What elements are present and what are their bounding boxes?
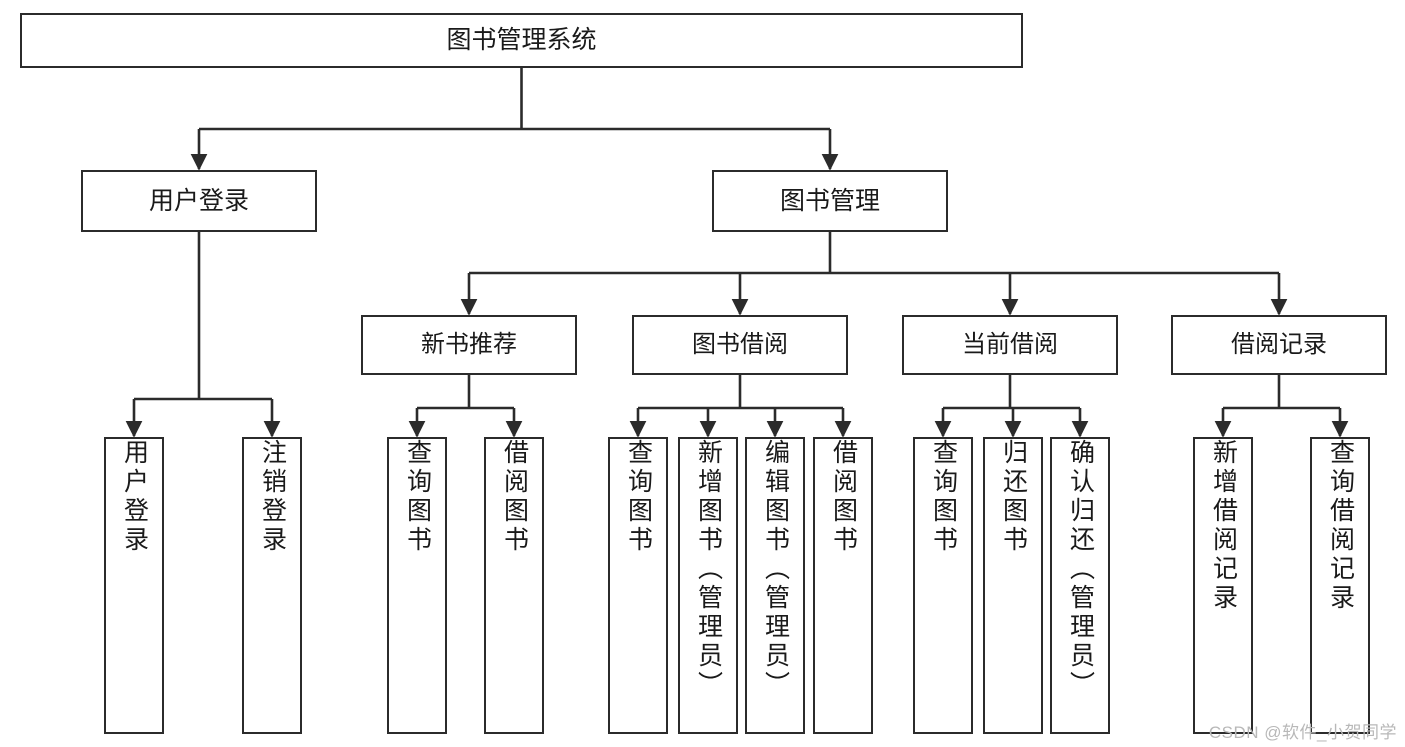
node-leaf-11-label: 新增借阅记录 xyxy=(1209,439,1238,613)
node-leaf-4[interactable]: 查询图书 xyxy=(608,437,668,734)
node-leaf-6[interactable]: 编辑图书（管理员） xyxy=(745,437,805,734)
node-root-system-label: 图书管理系统 xyxy=(446,26,597,55)
node-level3-1-label: 图书借阅 xyxy=(692,331,788,359)
node-leaf-5-label: 新增图书（管理员） xyxy=(694,439,723,700)
node-level2-0[interactable]: 用户登录 xyxy=(81,170,317,232)
node-leaf-12[interactable]: 查询借阅记录 xyxy=(1310,437,1370,734)
node-leaf-3-label: 借阅图书 xyxy=(500,439,529,555)
node-level3-2-label: 当前借阅 xyxy=(962,331,1058,359)
node-level3-3-label: 借阅记录 xyxy=(1231,331,1327,359)
node-level3-3[interactable]: 借阅记录 xyxy=(1171,315,1387,375)
node-leaf-6-label: 编辑图书（管理员） xyxy=(761,439,790,700)
node-leaf-10-label: 确认归还（管理员） xyxy=(1066,439,1095,700)
node-leaf-7[interactable]: 借阅图书 xyxy=(813,437,873,734)
node-leaf-8-label: 查询图书 xyxy=(929,439,958,555)
node-level2-1[interactable]: 图书管理 xyxy=(712,170,948,232)
node-level3-1[interactable]: 图书借阅 xyxy=(632,315,848,375)
node-level3-2[interactable]: 当前借阅 xyxy=(902,315,1118,375)
node-level3-0-label: 新书推荐 xyxy=(421,331,517,359)
node-leaf-1-label: 注销登录 xyxy=(258,439,287,555)
node-leaf-5[interactable]: 新增图书（管理员） xyxy=(678,437,738,734)
node-level2-1-label: 图书管理 xyxy=(779,186,880,215)
node-leaf-1[interactable]: 注销登录 xyxy=(242,437,302,734)
node-leaf-0-label: 用户登录 xyxy=(120,439,149,555)
node-root-system[interactable]: 图书管理系统 xyxy=(20,13,1023,68)
node-leaf-12-label: 查询借阅记录 xyxy=(1326,439,1355,613)
node-leaf-10[interactable]: 确认归还（管理员） xyxy=(1050,437,1110,734)
node-leaf-11[interactable]: 新增借阅记录 xyxy=(1193,437,1253,734)
node-leaf-9-label: 归还图书 xyxy=(999,439,1028,555)
node-leaf-3[interactable]: 借阅图书 xyxy=(484,437,544,734)
node-leaf-7-label: 借阅图书 xyxy=(829,439,858,555)
node-leaf-4-label: 查询图书 xyxy=(624,439,653,555)
node-level2-0-label: 用户登录 xyxy=(148,186,249,215)
node-leaf-0[interactable]: 用户登录 xyxy=(104,437,164,734)
node-leaf-8[interactable]: 查询图书 xyxy=(913,437,973,734)
node-leaf-2[interactable]: 查询图书 xyxy=(387,437,447,734)
node-level3-0[interactable]: 新书推荐 xyxy=(361,315,577,375)
watermark-text: CSDN @软件_小贺同学 xyxy=(1208,723,1397,742)
node-leaf-2-label: 查询图书 xyxy=(403,439,432,555)
node-leaf-9[interactable]: 归还图书 xyxy=(983,437,1043,734)
